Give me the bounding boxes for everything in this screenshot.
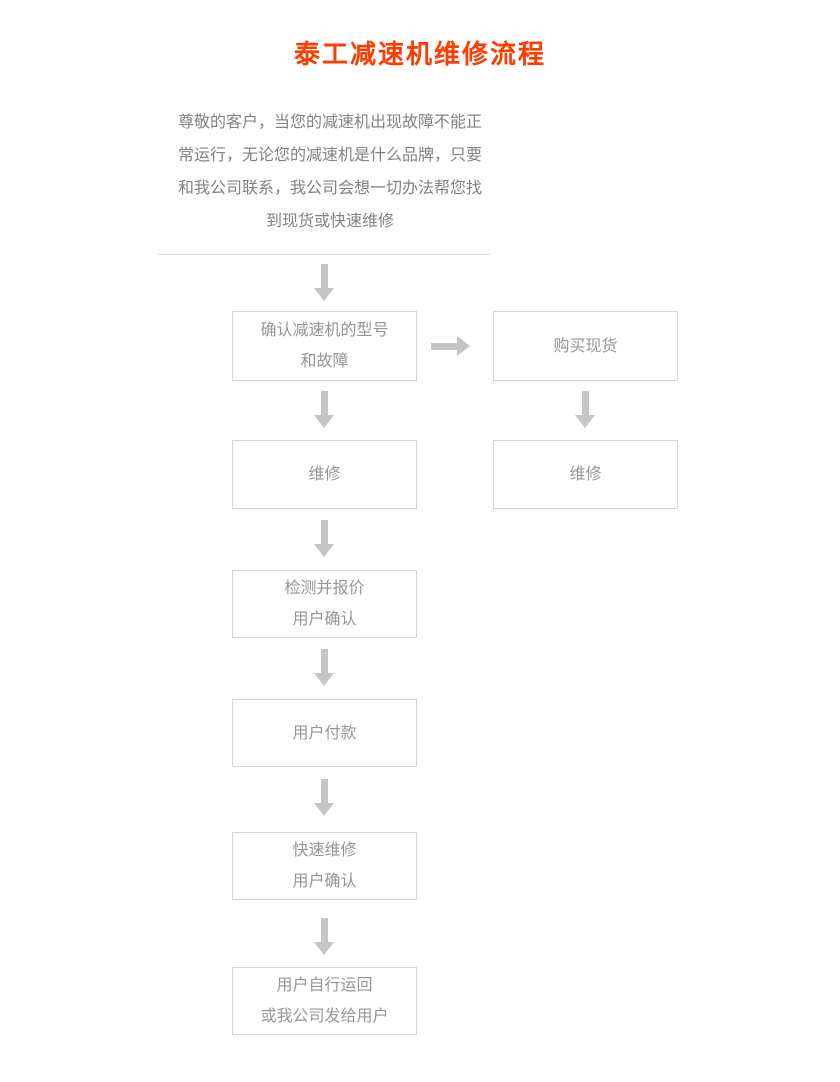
- flow-node-confirm-model: 确认减速机的型号 和故障: [232, 311, 417, 381]
- arrow-stem: [581, 391, 589, 415]
- flow-node-buy-stock: 购买现货: [493, 311, 678, 381]
- page-title: 泰工减速机维修流程: [293, 39, 546, 69]
- flow-node-label: 快速维修: [292, 842, 357, 859]
- arrow-stem: [320, 391, 328, 415]
- flow-node-return-delivery: 用户自行运回 或我公司发给用户: [232, 967, 417, 1035]
- flow-node-label: 用户确认: [292, 873, 357, 890]
- arrow-down-icon: [314, 264, 334, 301]
- arrow-down-icon: [314, 779, 334, 816]
- arrow-stem: [320, 264, 328, 288]
- arrow-stem: [320, 779, 328, 803]
- flow-node-label: 用户自行运回: [276, 977, 373, 994]
- flow-node-label: 购买现货: [553, 337, 618, 355]
- arrow-head: [457, 336, 470, 356]
- arrow-down-icon: [314, 520, 334, 557]
- flow-node-label: 或我公司发给用户: [260, 1008, 389, 1025]
- flow-node-payment: 用户付款: [232, 699, 417, 767]
- intro-line: 尊敬的客户，当您的减速机出现故障不能正: [177, 114, 482, 131]
- arrow-down-icon: [314, 649, 334, 686]
- arrow-head: [314, 415, 334, 428]
- intro-paragraph: 尊敬的客户，当您的减速机出现故障不能正 常运行，无论您的减速机是什么品牌，只要 …: [158, 106, 502, 238]
- flow-node-fast-repair: 快速维修 用户确认: [232, 832, 417, 900]
- arrow-right-icon: [431, 336, 470, 356]
- arrow-stem: [320, 918, 328, 942]
- arrow-head: [314, 673, 334, 686]
- arrow-head: [575, 415, 595, 428]
- arrow-head: [314, 942, 334, 955]
- arrow-down-icon: [314, 391, 334, 428]
- flow-node-repair-left: 维修: [232, 440, 417, 509]
- arrow-head: [314, 544, 334, 557]
- divider-line: [158, 254, 490, 255]
- flow-node-label: 用户确认: [292, 611, 357, 628]
- arrow-stem: [431, 342, 457, 350]
- flow-node-label: 确认减速机的型号: [260, 322, 389, 339]
- flow-node-label: 维修: [569, 466, 602, 483]
- arrow-stem: [320, 649, 328, 673]
- flow-node-label: 检测并报价: [284, 580, 365, 597]
- intro-line: 到现货或快速维修: [265, 213, 394, 230]
- arrow-head: [314, 288, 334, 301]
- flow-node-repair-right: 维修: [493, 440, 678, 509]
- flow-node-label: 用户付款: [292, 724, 357, 742]
- arrow-down-icon: [314, 918, 334, 955]
- arrow-stem: [320, 520, 328, 544]
- intro-line: 和我公司联系，我公司会想一切办法帮您找: [177, 180, 482, 197]
- intro-line: 常运行，无论您的减速机是什么品牌，只要: [177, 147, 482, 164]
- arrow-down-icon: [575, 391, 595, 428]
- flow-node-label: 维修: [308, 466, 341, 483]
- flow-node-label: 和故障: [300, 353, 349, 370]
- arrow-head: [314, 803, 334, 816]
- flow-node-inspect-quote: 检测并报价 用户确认: [232, 570, 417, 638]
